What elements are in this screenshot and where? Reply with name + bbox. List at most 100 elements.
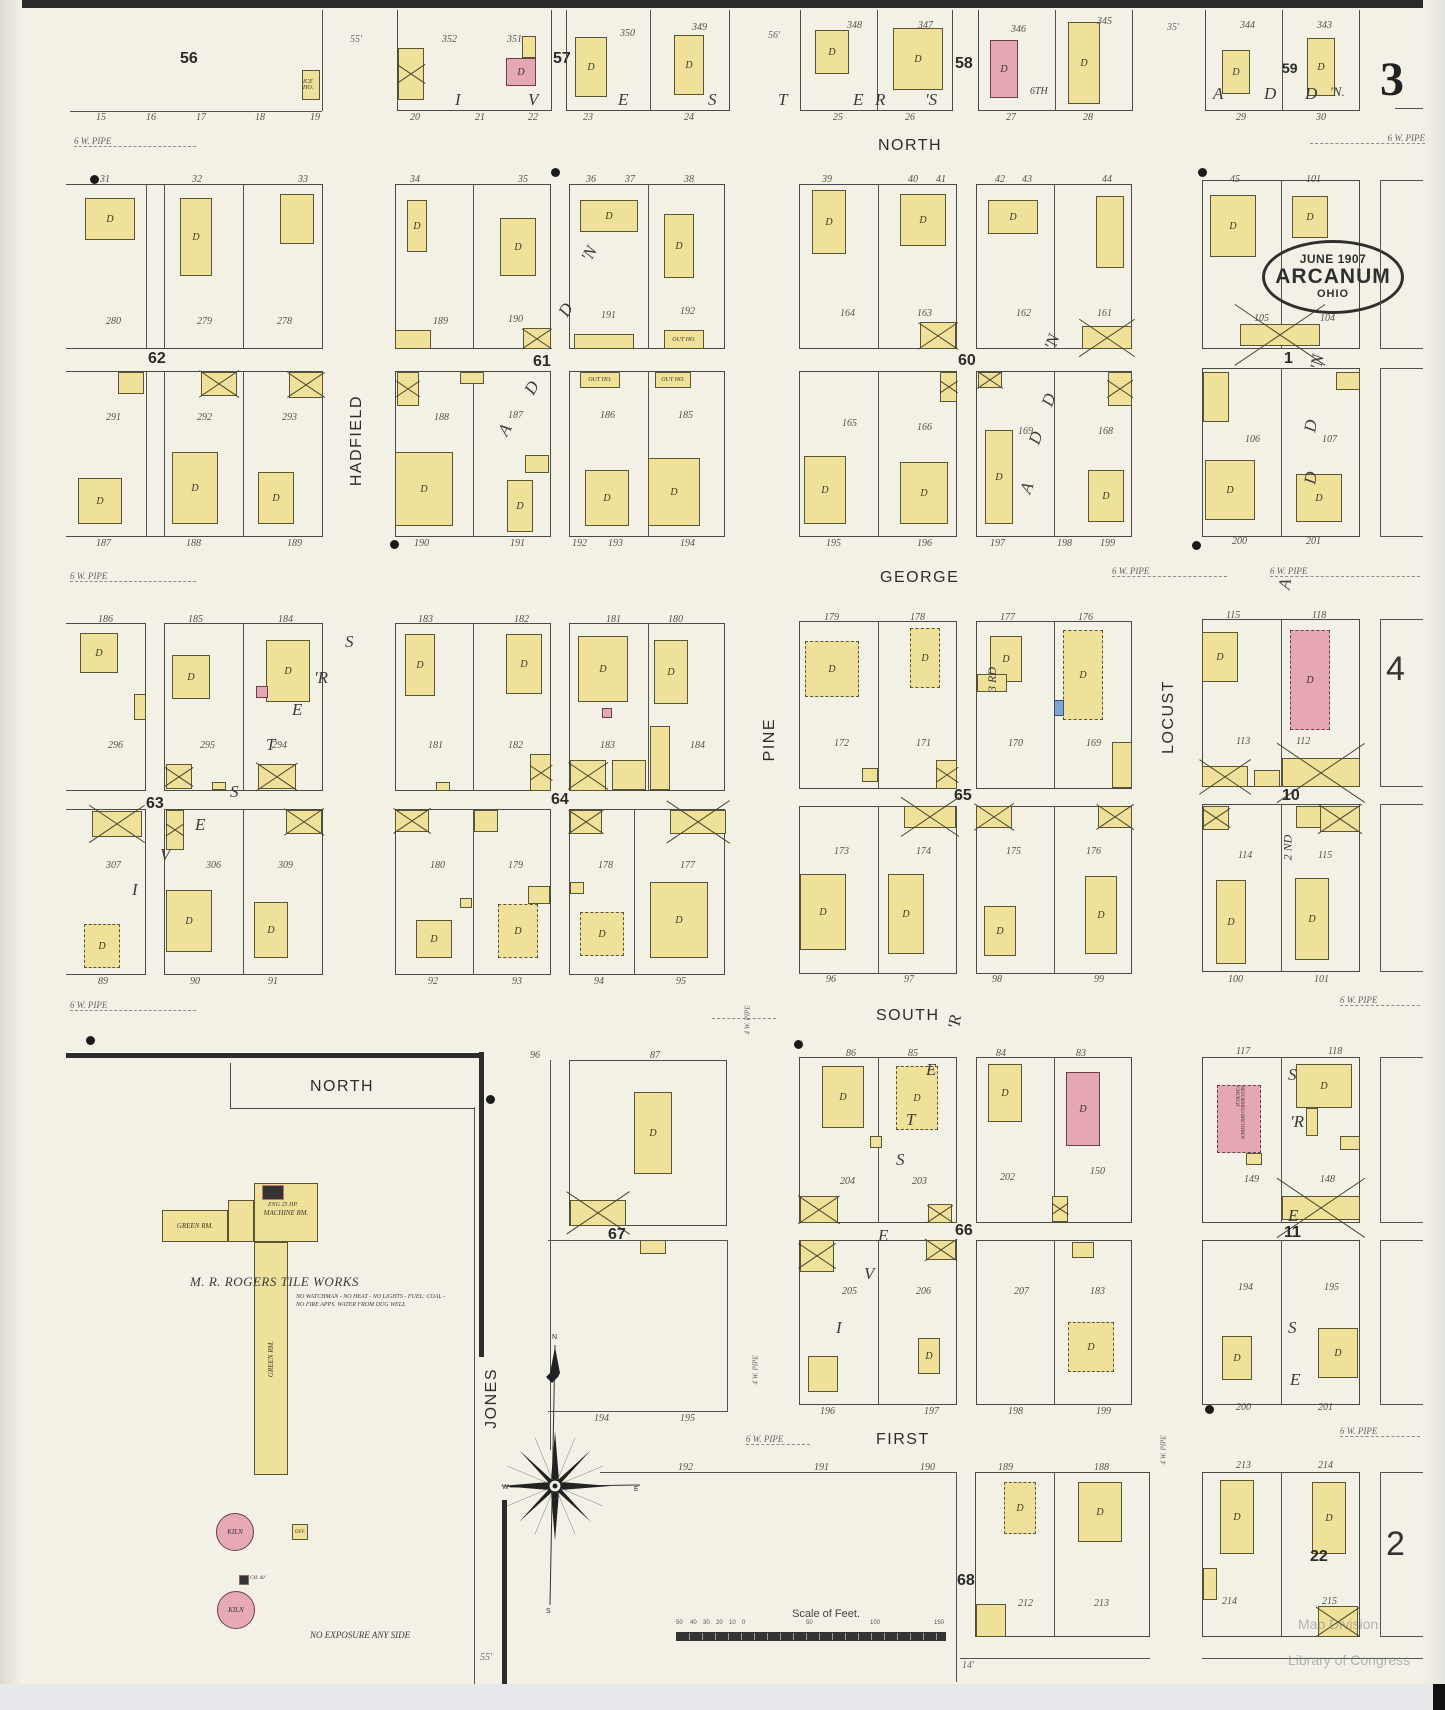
frame-dwelling: D [988,1064,1022,1122]
church-building: REFORMED BRETHREN CHURCH [1217,1085,1261,1153]
lot-number: 118 [1328,1046,1343,1057]
block-57-east [566,10,730,111]
block-number-59: 59 [1282,60,1298,76]
frame-dwelling: D [395,452,453,526]
lot-number: 343 [1317,20,1332,31]
lot-line [648,371,650,537]
adjoining-sheet-box [1380,619,1423,787]
frame-outbuilding [870,1136,882,1148]
lot-number: 45 [1230,174,1240,185]
lot-number: 190 [414,538,429,549]
lot-line [1054,806,1056,974]
lot-number: 190 [920,1462,935,1473]
frame-addition [1306,1108,1318,1136]
frame-dwelling: D [1295,878,1329,960]
lot-number: 202 [1000,1172,1015,1183]
fire-hydrant [794,1040,803,1049]
svg-text:W: W [502,1484,509,1491]
frame-outbuilding [1296,806,1322,828]
lot-number: 169 [1086,738,1101,749]
lot-number: 106 [1245,434,1260,445]
lot-number: 348 [847,20,862,31]
shed-building [920,322,956,349]
exposure-note: NO EXPOSURE ANY SIDE [310,1630,411,1640]
scale-tick: 150 [934,1620,945,1626]
lot-number: 41 [936,174,946,185]
lot-number: 351 [507,34,522,45]
shed-building [258,764,296,789]
scale-tick: 20 [716,1620,723,1626]
lot-line [634,809,636,975]
addition-letter: S [1288,1318,1297,1337]
shed-building [397,372,419,406]
lot-number: 162 [1016,308,1031,319]
lot-number: 96 [826,974,836,985]
lot-number: 171 [916,738,931,749]
frame-dwelling: D [1296,1064,1352,1108]
stamp-city: ARCANUM [1275,265,1391,288]
addition-letter: T [906,1110,916,1129]
lot-number: 180 [668,614,683,625]
lot-number: 186 [98,614,113,625]
frame-outbuilding [1340,1136,1360,1150]
lot-number: 100 [1228,974,1243,985]
lot-number: 176 [1078,612,1093,623]
scale-ticks: 50 40 30 20 10 0 50 100 150 [676,1620,946,1632]
scan-right-margin [1423,0,1445,1710]
block-number-58: 58 [955,55,973,72]
frame-dwelling: D [1216,880,1246,964]
frame-outbuilding [525,455,549,473]
brick-outbuilding [602,708,612,718]
lot-number: 206 [916,1286,931,1297]
frame-dwelling: D [1063,630,1103,720]
block-number-63: 63 [146,795,164,812]
water-pipe-label: 6 W. PIPE [746,1434,810,1445]
lot-number: 197 [990,538,1005,549]
scale-tick: 10 [729,1620,736,1626]
scan-bottom-border [0,1684,1445,1710]
out-house: OUT HO. [655,372,691,388]
lot-number: 185 [678,410,693,421]
addition-letter: T [778,90,788,109]
addition-letter: S [896,1150,905,1169]
brick-dwelling: D [1066,1072,1100,1146]
frame-outbuilding [862,768,878,782]
fire-hydrant [1205,1405,1214,1414]
frame-dwelling: D [1222,1336,1252,1380]
shed-building [570,760,606,791]
lot-line [548,1240,728,1242]
street-jones: JONES [483,1368,500,1429]
block-number-11: 11 [1284,1224,1301,1241]
lot-number: 199 [1100,538,1115,549]
lot-line [1055,10,1057,111]
lot-number: 184 [690,740,705,751]
lot-number: 21 [475,112,485,123]
lot-number: 195 [1324,1282,1339,1293]
shed-building [523,328,551,349]
lot-line [1202,1658,1423,1660]
shed-building [92,811,142,837]
frame-dwelling: D [1202,632,1238,682]
street-george: GEORGE [880,569,960,586]
fire-hydrant [1198,168,1207,177]
addition-letter: E [1290,1370,1301,1389]
lot-number: 205 [842,1286,857,1297]
lot-number: 347 [918,20,933,31]
block-number-22: 22 [1310,1548,1328,1565]
lot-line [1054,1057,1056,1223]
lot-number: 98 [992,974,1002,985]
chimney-icon [239,1575,249,1585]
dimension-label: 55' [350,34,363,45]
block-number-62: 62 [148,350,166,367]
frame-outbuilding [395,330,431,349]
lot-line [878,1240,880,1405]
lot-number: 99 [1094,974,1104,985]
lot-number: 20 [410,112,420,123]
lot-number: 92 [428,976,438,987]
addition-letter: R [875,90,886,109]
frame-outbuilding [977,674,1007,692]
addition-letter: S [230,782,239,801]
lot-number: 96 [530,1050,540,1061]
lot-line [243,184,245,349]
water-pipe-label: 6 W. PIPE [74,136,196,147]
